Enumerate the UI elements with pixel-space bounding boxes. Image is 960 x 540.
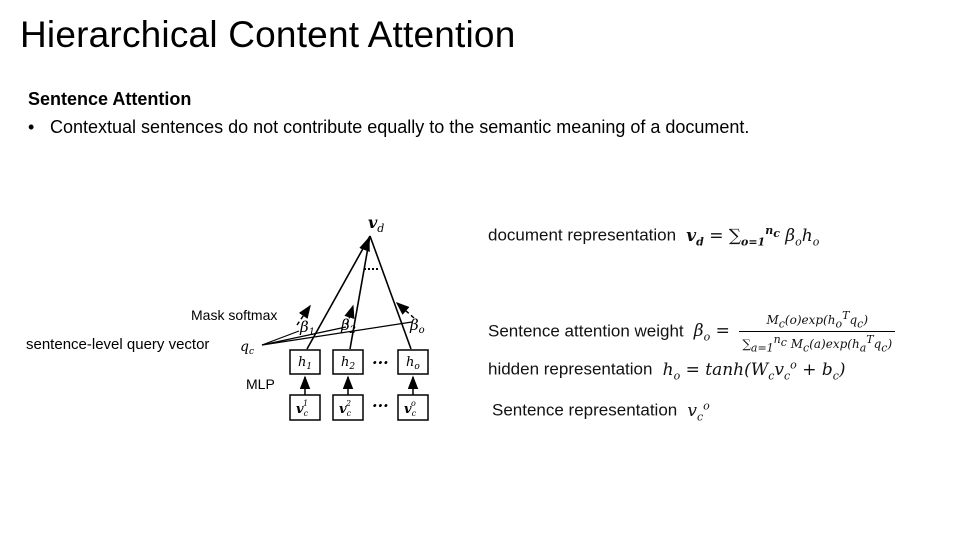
bullet-dot: • — [28, 117, 35, 137]
sentence-formula: vco — [681, 399, 710, 424]
triangle-right — [369, 235, 412, 350]
attention-weight-row: Sentence attention weight βo = Mc(o)exp(… — [488, 309, 896, 355]
beta1-arrow — [296, 304, 311, 326]
attention-fraction: Mc(o)exp(hoTqc) ∑a=1nc Mc(a)exp(haTqc) — [739, 309, 896, 355]
apex-arrow — [359, 236, 370, 252]
sentence-representation-row: Sentence representation vco — [492, 399, 710, 423]
h2-box — [332, 349, 364, 375]
bullet-text: Contextual sentences do not contribute e… — [50, 117, 750, 137]
vc2-label: vc2 — [339, 399, 352, 418]
query-vector-label: sentence-level query vector — [26, 336, 210, 353]
h1-box — [289, 349, 321, 375]
betao-label: βo — [409, 316, 425, 336]
beta2-arrow — [344, 304, 355, 326]
hidden-representation-text: hidden representation — [488, 359, 653, 379]
vd-node-label: vd — [368, 213, 384, 235]
query-line-3 — [261, 321, 413, 346]
vc1-label: vc1 — [296, 399, 309, 418]
mask-softmax-label: Mask softmax — [191, 307, 278, 323]
vc-ellipsis: ··· — [372, 396, 389, 415]
betao-arrow — [395, 302, 415, 319]
document-formula: vd = ∑o=1nc βoho — [686, 224, 820, 249]
vco-box — [397, 394, 429, 421]
triangle-left — [306, 235, 371, 350]
hidden-ellipsis: ··· — [372, 353, 389, 372]
sentence-representation-text: Sentence representation — [492, 400, 678, 420]
vc2-box — [332, 394, 364, 421]
vc1-box — [289, 394, 321, 421]
vco-label: vco — [404, 399, 417, 418]
attention-weight-text: Sentence attention weight — [488, 321, 684, 341]
qc-symbol: qc — [240, 339, 254, 357]
hidden-formula: ho = tanh(Wcvco + bc) — [657, 358, 846, 383]
document-representation-row: document representation vd = ∑o=1nc βoho — [488, 224, 819, 248]
triangle-mid — [349, 235, 371, 350]
mlp-label: MLP — [246, 376, 275, 392]
bullet-point: • Contextual sentences do not contribute … — [28, 117, 749, 138]
slide-title: Hierarchical Content Attention — [20, 14, 516, 55]
document-representation-text: document representation — [488, 225, 677, 245]
ho-box — [397, 349, 429, 375]
attention-weight-formula: βo = Mc(o)exp(hoTqc) ∑a=1nc Mc(a)exp(haT… — [688, 309, 896, 355]
query-line-2 — [261, 326, 347, 346]
hidden-representation-row: hidden representation ho = tanh(Wcvco + … — [488, 358, 846, 382]
section-heading: Sentence Attention — [28, 89, 192, 109]
query-line-1 — [261, 330, 300, 346]
